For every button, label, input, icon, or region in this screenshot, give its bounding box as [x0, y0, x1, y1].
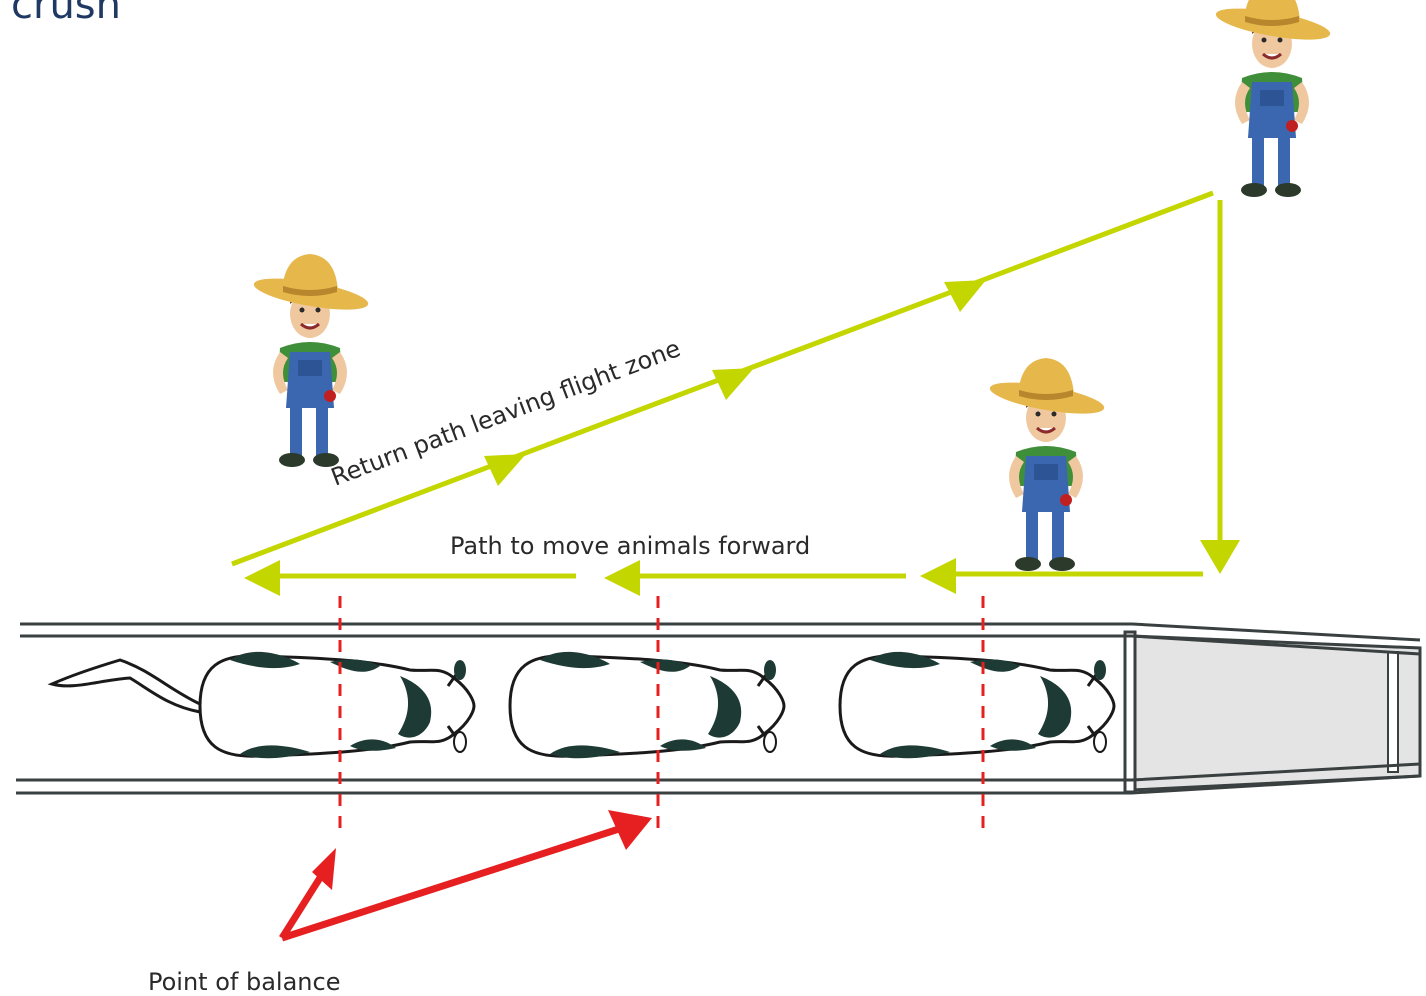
cow-icon: [508, 650, 786, 760]
forward-path-label: Path to move animals forward: [450, 532, 810, 560]
balance-arrow: [279, 810, 652, 942]
return-path-arrow: [231, 190, 1214, 567]
farmer-icon: [986, 356, 1108, 573]
forward-path-arrow: [244, 558, 1203, 596]
down-path-arrow: [1200, 200, 1240, 574]
farmer-icon: [1212, 0, 1334, 199]
cow-icon: [838, 650, 1116, 760]
cow-icon: [47, 650, 476, 760]
page-title: crush: [11, 0, 121, 28]
race-crush: [16, 622, 1422, 795]
farmer-icon: [250, 252, 372, 469]
balance-label: Point of balance: [148, 968, 340, 996]
